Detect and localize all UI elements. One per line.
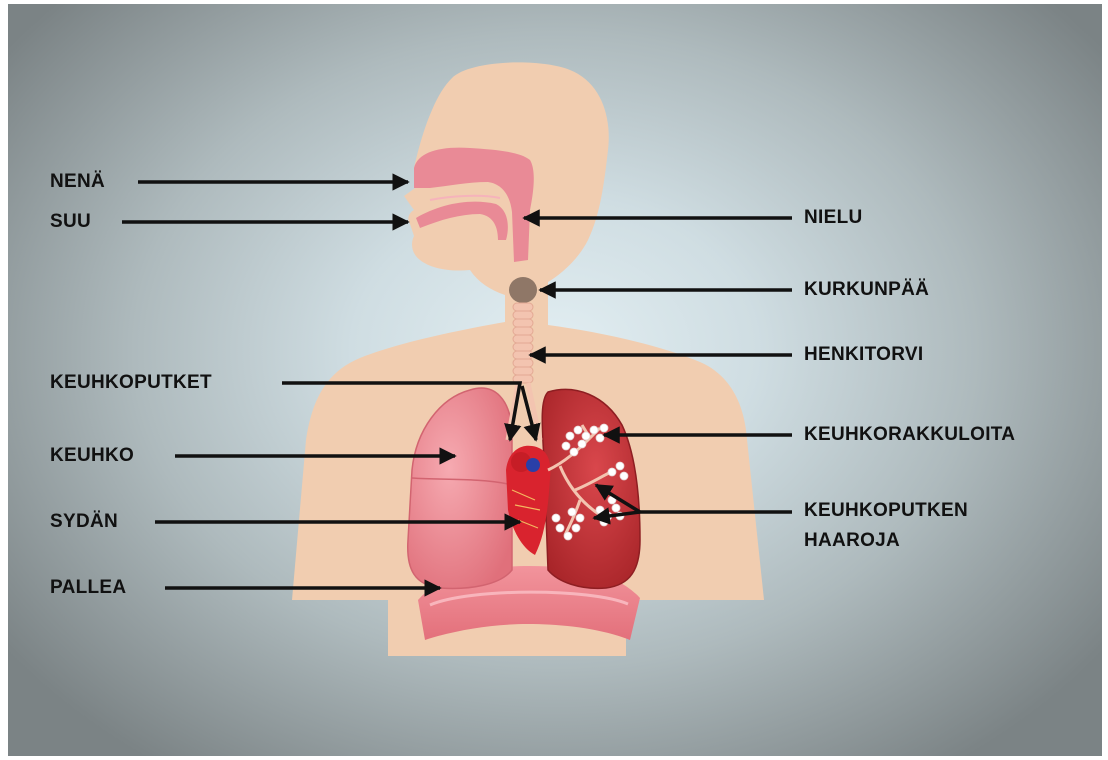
label-kurkunpaa: KURKUNPÄÄ — [804, 278, 929, 302]
label-pallea: PALLEA — [50, 576, 126, 600]
trachea-rings — [513, 303, 533, 383]
larynx-shape — [509, 277, 537, 303]
label-nena: NENÄ — [50, 170, 105, 194]
label-suu: SUU — [50, 210, 91, 234]
label-keuhkoputken-line2: HAAROJA — [804, 529, 900, 553]
label-keuhko: KEUHKO — [50, 444, 134, 468]
label-sydan: SYDÄN — [50, 510, 118, 534]
label-keuhkoputken-line1: KEUHKOPUTKEN — [804, 499, 968, 523]
label-henkitorvi: HENKITORVI — [804, 343, 924, 367]
label-keuhkorakkuloita: KEUHKORAKKULOITA — [804, 423, 1015, 447]
label-nielu: NIELU — [804, 206, 863, 230]
label-keuhkoputket: KEUHKOPUTKET — [50, 371, 212, 395]
